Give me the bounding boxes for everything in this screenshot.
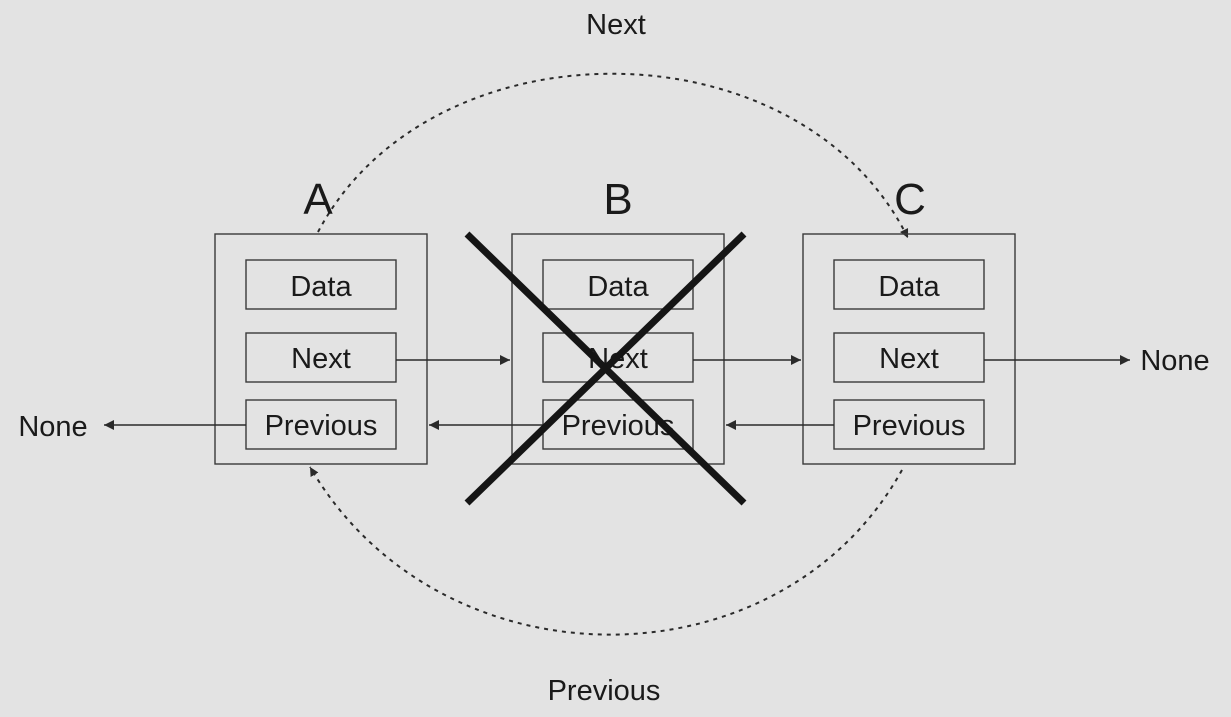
node-c-letter: C bbox=[894, 175, 926, 224]
node-a: Data Next Previous bbox=[214, 233, 428, 465]
bypass-previous-label: Previous bbox=[548, 675, 661, 707]
node-c-data-box bbox=[833, 259, 985, 310]
none-left-label: None bbox=[18, 411, 87, 443]
cross-stroke-up bbox=[464, 231, 747, 506]
bypass-next-label: Next bbox=[586, 9, 646, 41]
node-a-next-box bbox=[245, 332, 397, 383]
node-c-previous-label: Previous bbox=[853, 410, 966, 442]
node-c: Data Next Previous bbox=[802, 233, 1016, 465]
node-a-data-label: Data bbox=[290, 271, 352, 303]
node-c-next-label: Next bbox=[879, 343, 939, 375]
node-a-next-label: Next bbox=[291, 343, 351, 375]
delete-cross-icon bbox=[464, 231, 747, 506]
node-c-next-box bbox=[833, 332, 985, 383]
node-b-data-label: Data bbox=[587, 271, 649, 303]
bypass-previous-arc bbox=[309, 466, 903, 636]
node-c-data-label: Data bbox=[878, 271, 940, 303]
node-b-frame bbox=[511, 233, 725, 465]
node-a-previous-label: Previous bbox=[265, 410, 378, 442]
node-a-data-box bbox=[245, 259, 397, 310]
node-a-letter: A bbox=[303, 175, 333, 224]
node-c-frame bbox=[802, 233, 1016, 465]
none-right-label: None bbox=[1140, 345, 1209, 377]
node-a-frame bbox=[214, 233, 428, 465]
node-b-letter: B bbox=[603, 175, 632, 224]
bypass-next-arc bbox=[317, 72, 909, 239]
